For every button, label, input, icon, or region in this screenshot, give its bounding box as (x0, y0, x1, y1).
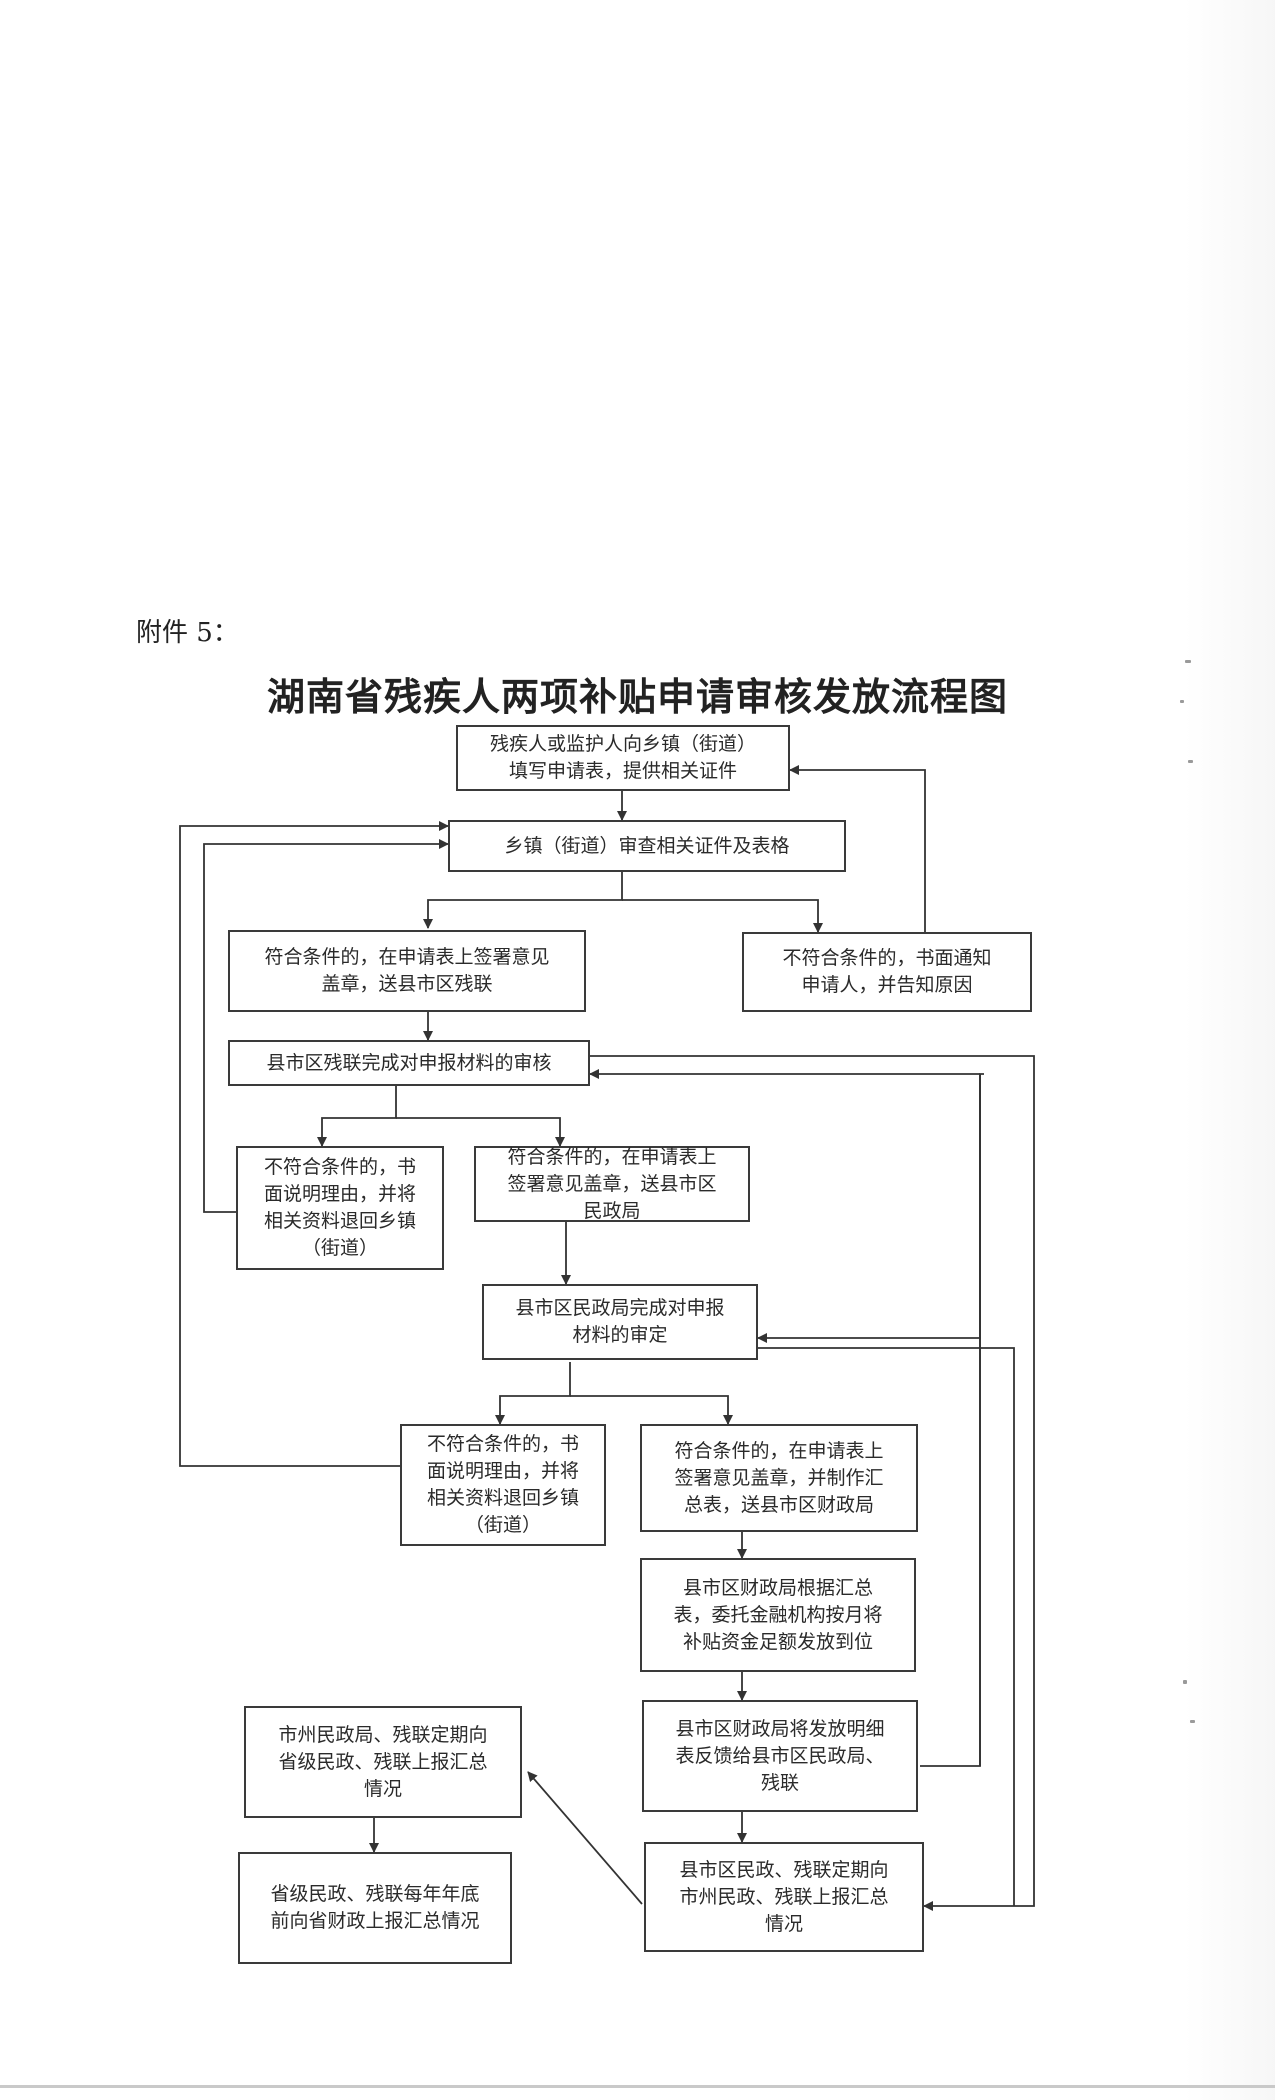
node-city-report: 市州民政局、残联定期向 省级民政、残联上报汇总 情况 (244, 1706, 522, 1818)
connector-dpf-split-right (396, 1117, 565, 1147)
node-civil-review: 县市区民政局完成对申报 材料的审定 (482, 1284, 758, 1360)
node-county-report: 县市区民政、残联定期向 市州民政、残联上报汇总 情况 (644, 1842, 924, 1952)
connector-feedback-to-civil (920, 1073, 984, 1767)
node-province-report: 省级民政、残联每年年底 前向省财政上报汇总情况 (238, 1852, 512, 1964)
scan-speck (1183, 1680, 1187, 1684)
scan-bottom-edge (0, 2085, 1275, 2088)
scan-edge-shading (1185, 0, 1275, 2100)
scan-speck (1190, 1720, 1195, 1723)
scan-speck (1185, 660, 1191, 663)
connector-feedback-loop-up (757, 1074, 981, 1343)
node-finance-disburse: 县市区财政局根据汇总 表，委托金融机构按月将 补贴资金足额发放到位 (640, 1558, 916, 1672)
connector-civil-to-county (758, 1347, 1015, 1906)
node-civil-reject: 不符合条件的，书 面说明理由，并将 相关资料退回乡镇 （街道） (400, 1424, 606, 1546)
node-township-approve: 符合条件的，在申请表上签署意见 盖章，送县市区残联 (228, 930, 586, 1012)
connector-dpf-split (317, 1084, 397, 1147)
connector-county-to-city (527, 1771, 643, 1905)
node-civil-approve: 符合条件的，在申请表上 签署意见盖章，并制作汇 总表，送县市区财政局 (640, 1424, 918, 1532)
connector-review-split-right (622, 899, 823, 933)
attachment-label: 附件 5： (136, 618, 239, 648)
node-township-reject: 不符合条件的，书面通知 申请人，并告知原因 (742, 932, 1032, 1012)
connector-dpf-reject-loop (203, 839, 449, 1213)
connector-civil-split-right (570, 1395, 733, 1425)
connector-civil-split (495, 1362, 571, 1425)
node-dpf-approve: 符合条件的，在申请表上 签署意见盖章，送县市区 民政局 (474, 1146, 750, 1222)
node-dpf-review: 县市区残联完成对申报材料的审核 (228, 1040, 590, 1086)
node-township-review: 乡镇（街道）审查相关证件及表格 (448, 820, 846, 872)
connector-civil-reject-loop (179, 821, 449, 1467)
node-finance-feedback: 县市区财政局将发放明细 表反馈给县市区民政局、 残联 (642, 1700, 918, 1812)
node-apply: 残疾人或监护人向乡镇（街道） 填写申请表，提供相关证件 (456, 725, 790, 791)
connector-reject-loop-apply (789, 765, 926, 940)
scan-speck (1188, 760, 1193, 763)
connector-dpf-to-county (590, 1055, 1035, 1911)
connector-review-split (423, 872, 623, 929)
flowchart-title: 湖南省残疾人两项补贴申请审核发放流程图 (266, 674, 1008, 719)
node-dpf-reject: 不符合条件的，书 面说明理由，并将 相关资料退回乡镇 （街道） (236, 1146, 444, 1270)
scan-speck (1180, 700, 1184, 703)
